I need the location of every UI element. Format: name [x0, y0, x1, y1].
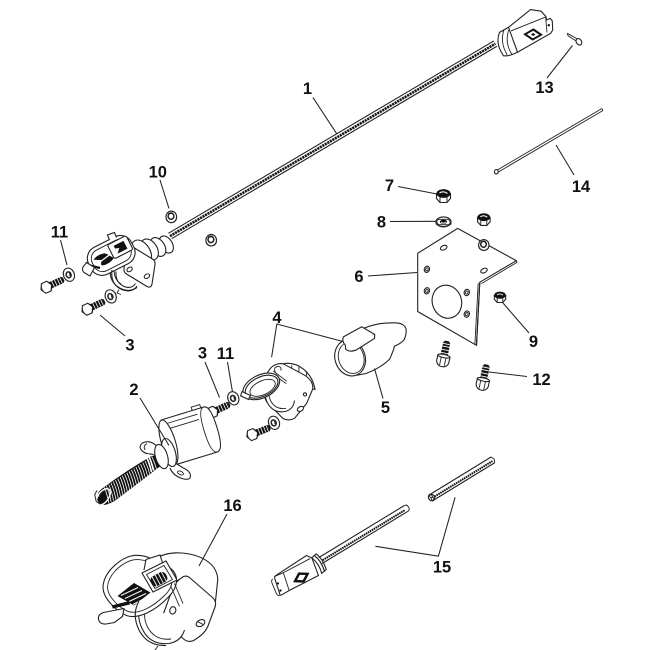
svg-text:12: 12 [532, 371, 550, 389]
svg-text:11: 11 [217, 345, 234, 363]
svg-text:9: 9 [529, 333, 538, 351]
svg-text:14: 14 [572, 178, 591, 196]
svg-text:8: 8 [377, 214, 386, 232]
svg-text:15: 15 [433, 559, 451, 577]
svg-text:16: 16 [223, 497, 241, 515]
svg-text:6: 6 [354, 268, 363, 286]
svg-text:13: 13 [535, 79, 553, 97]
svg-text:5: 5 [381, 399, 390, 417]
svg-text:3: 3 [198, 345, 207, 363]
svg-text:7: 7 [385, 177, 394, 195]
svg-text:10: 10 [149, 164, 167, 182]
svg-text:4: 4 [272, 309, 282, 327]
svg-text:11: 11 [51, 224, 68, 242]
svg-text:3: 3 [125, 337, 134, 355]
svg-text:1: 1 [303, 80, 312, 98]
svg-text:2: 2 [129, 381, 138, 399]
